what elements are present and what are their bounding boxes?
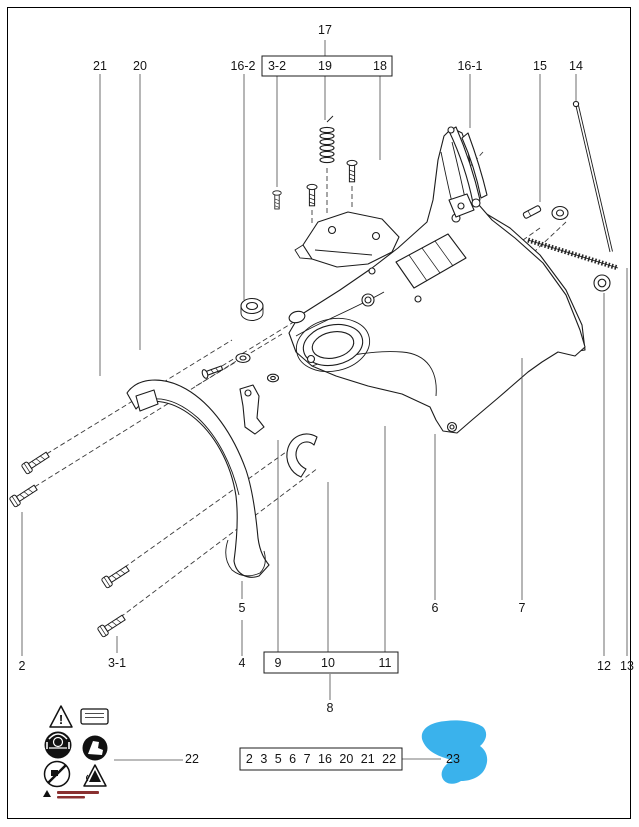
- screw-3-1-b: [96, 612, 128, 638]
- safety-label-panel: !: [43, 705, 109, 799]
- callout-9[interactable]: 9: [275, 656, 282, 670]
- no-open-flame-icon: [43, 760, 71, 788]
- callout-group-box-top: [261, 55, 393, 77]
- warning-exclamation: !: [59, 712, 63, 727]
- callout-3-1[interactable]: 3-1: [108, 656, 126, 670]
- callout-group-box-9-10-11: [263, 651, 399, 674]
- callout-13[interactable]: 13: [620, 659, 634, 673]
- part-washer-a: [235, 352, 251, 364]
- callout-7[interactable]: 7: [519, 601, 526, 615]
- part-bushing-16-2: [240, 297, 264, 321]
- callout-23[interactable]: 23: [446, 752, 460, 766]
- screw-2-a: [20, 449, 52, 475]
- callout-4[interactable]: 4: [239, 656, 246, 670]
- part-tension-spring-19: [319, 115, 335, 164]
- callout-16-1[interactable]: 16-1: [457, 59, 482, 73]
- callout-2[interactable]: 2: [19, 659, 26, 673]
- ear-eye-protection-icon: [44, 731, 72, 759]
- part-washer-b: [266, 373, 280, 383]
- part-main-housing: [288, 127, 586, 434]
- part-side-screw: [201, 365, 224, 379]
- kit-parts-box[interactable]: [239, 747, 403, 771]
- callout-10[interactable]: 10: [321, 656, 335, 670]
- part-handle-molding: [126, 379, 270, 578]
- page-border: [7, 7, 631, 819]
- screw-18-a: [346, 159, 358, 183]
- screw-18-b: [306, 183, 318, 207]
- warning-triangle-icon: !: [49, 705, 73, 728]
- callout-16-2[interactable]: 16-2: [230, 59, 255, 73]
- part-interlock-hook: [286, 433, 318, 478]
- callout-6[interactable]: 6: [432, 601, 439, 615]
- leader-lines: [21, 40, 628, 761]
- callout-5[interactable]: 5: [239, 601, 246, 615]
- callout-11[interactable]: 11: [379, 656, 392, 670]
- part-hood-bracket: [294, 211, 400, 268]
- screw-3-1-a: [100, 563, 132, 589]
- instruction-manual-icon: [80, 708, 109, 725]
- part-pin-15: [522, 205, 542, 219]
- part-spring-13: [527, 237, 619, 271]
- callout-15[interactable]: 15: [533, 59, 547, 73]
- part-rod-14: [572, 100, 613, 253]
- callout-18[interactable]: 18: [373, 59, 387, 73]
- kit-parts-list[interactable]: 2 3 5 6 7 16 20 21 22: [246, 752, 396, 766]
- highlighted-part-23[interactable]: [421, 720, 488, 784]
- part-throttle-levers: [447, 126, 488, 218]
- callout-19[interactable]: 19: [318, 59, 332, 73]
- kickback-warning-icon: [83, 764, 107, 787]
- callout-20[interactable]: 20: [133, 59, 147, 73]
- callout-3-2[interactable]: 3-2: [268, 59, 286, 73]
- callout-12[interactable]: 12: [597, 659, 611, 673]
- callout-22[interactable]: 22: [185, 752, 199, 766]
- screw-2-b: [8, 482, 40, 508]
- part-lever-4: [239, 384, 265, 435]
- label-micro-text: [43, 790, 99, 799]
- callout-14[interactable]: 14: [569, 59, 583, 73]
- part-bushing-right: [551, 205, 569, 221]
- part-cap-12: [593, 274, 611, 292]
- screw-3-2: [272, 190, 282, 210]
- callout-17[interactable]: 17: [318, 23, 332, 37]
- callout-21[interactable]: 21: [93, 59, 107, 73]
- protective-boots-icon: [82, 735, 108, 761]
- callout-8[interactable]: 8: [327, 701, 334, 715]
